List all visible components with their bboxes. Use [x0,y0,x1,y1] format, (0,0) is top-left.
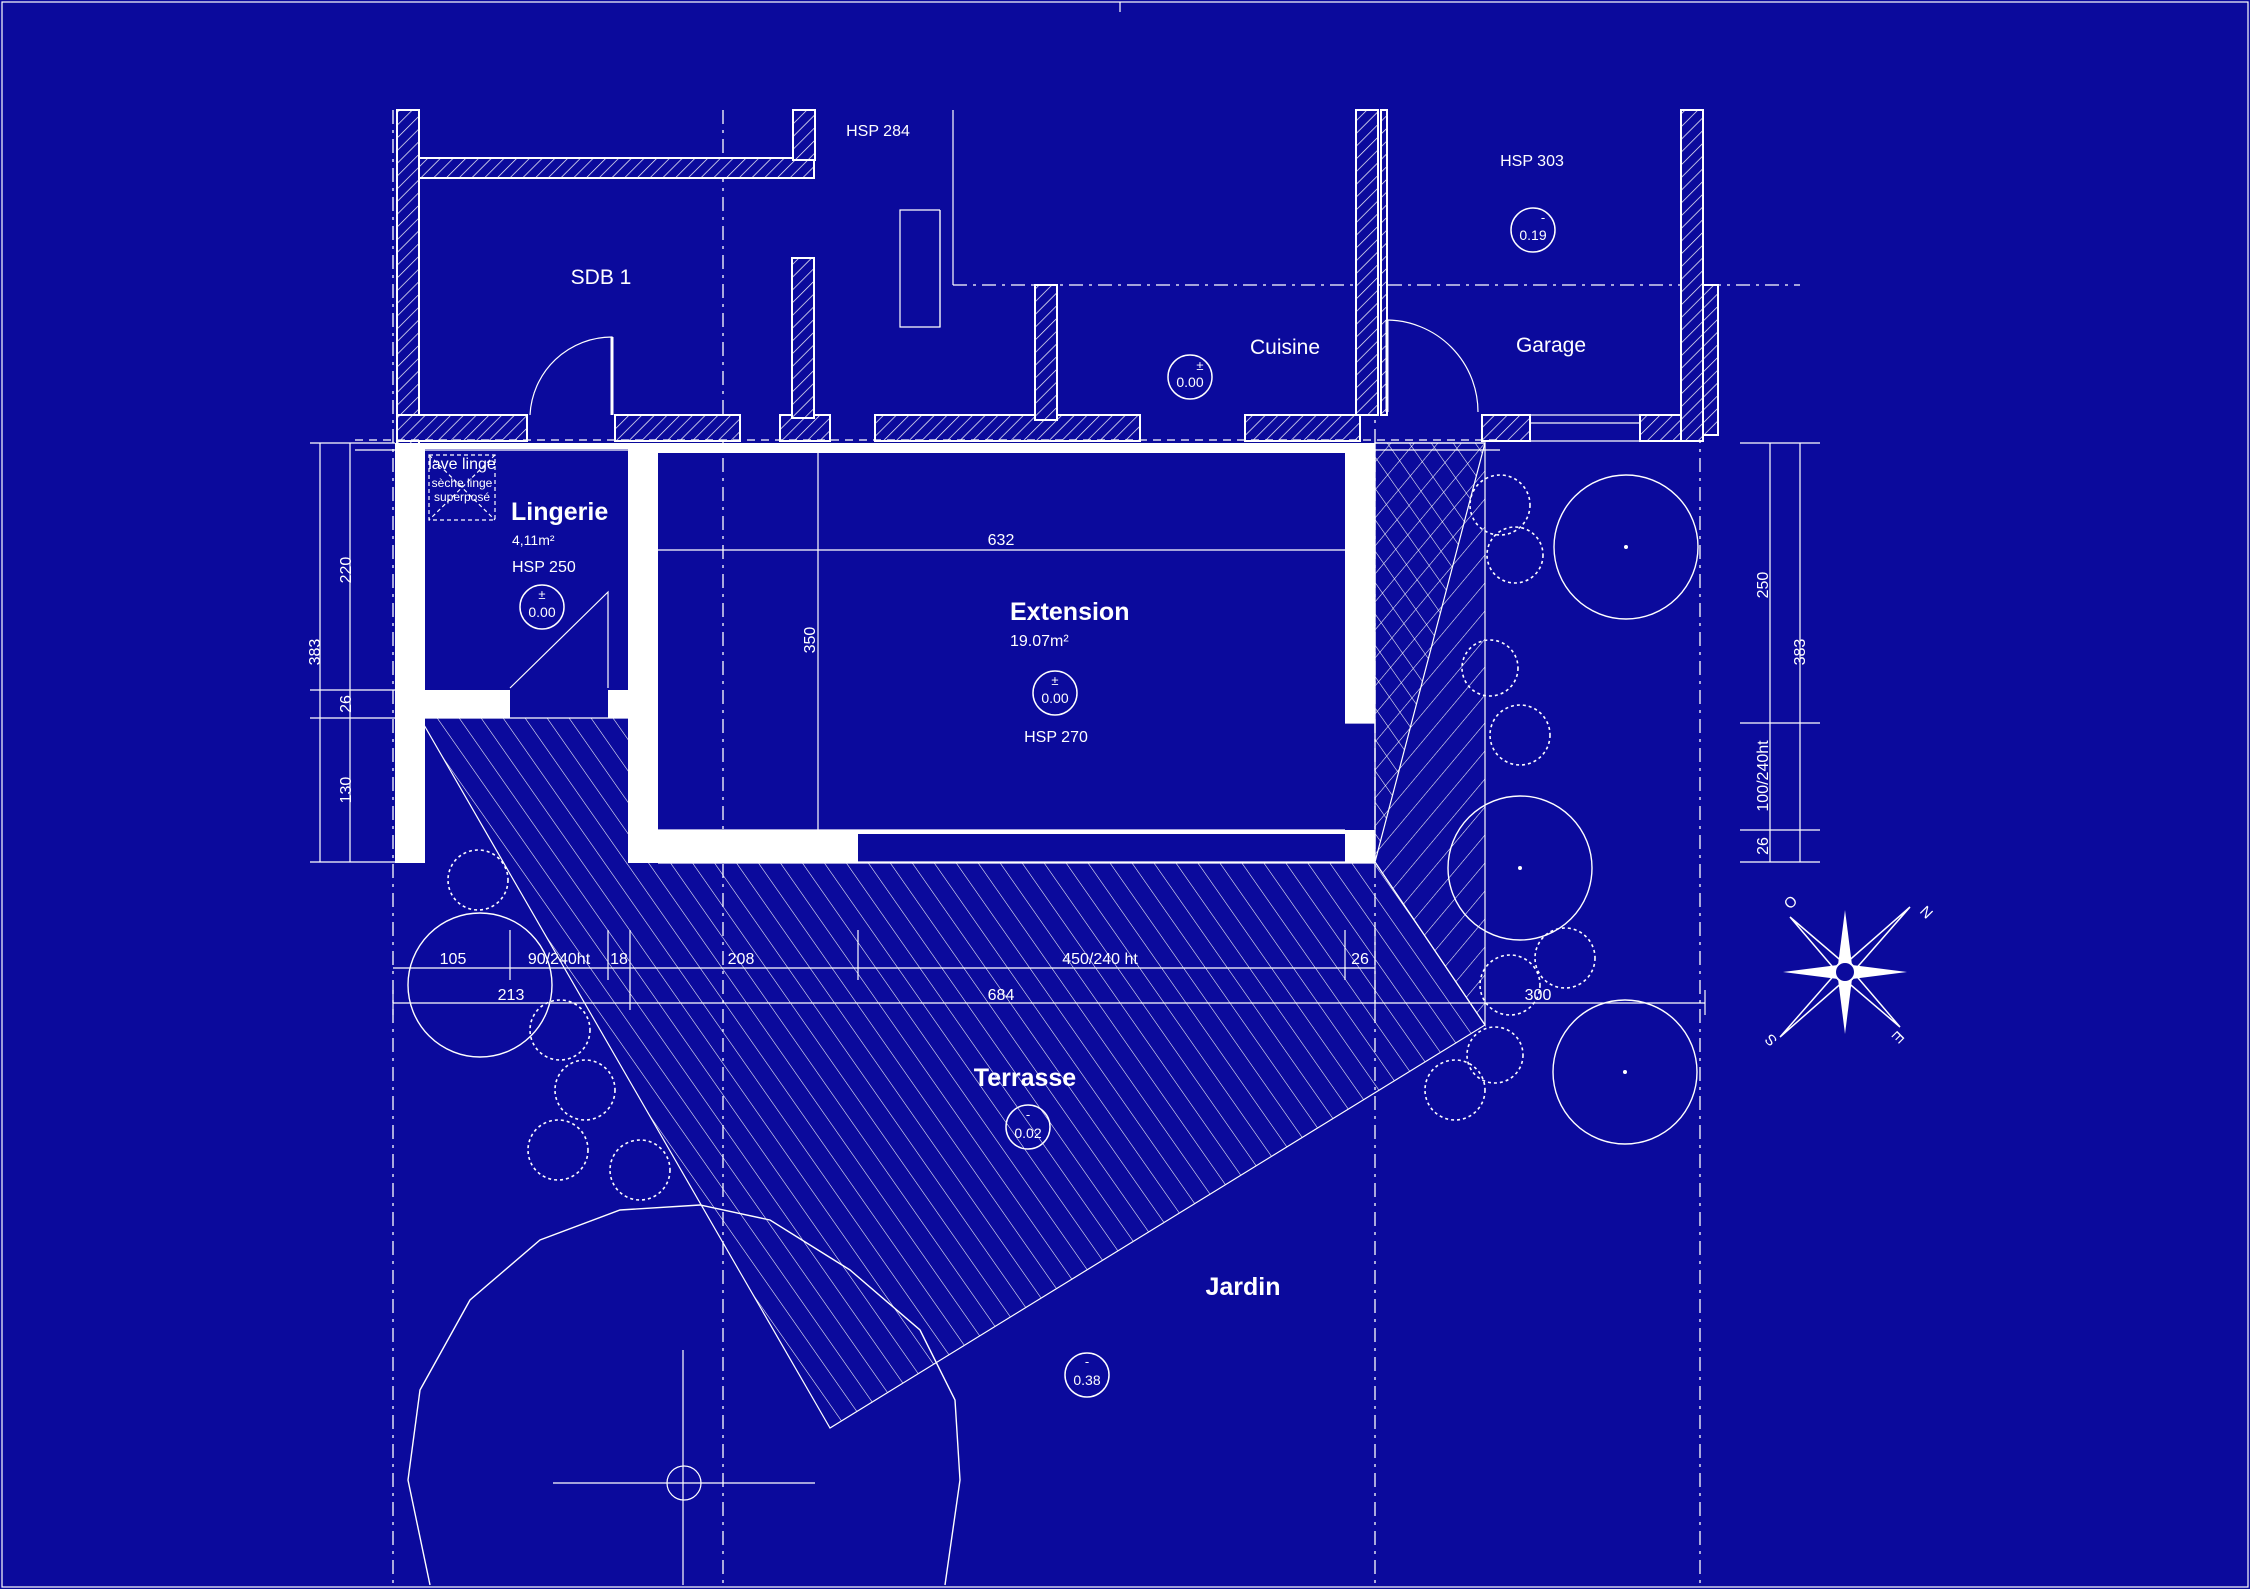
dim-inner-height: 350 [802,627,819,654]
terrace-hatch [418,442,1486,1429]
level-markers [519,207,1556,1398]
dim-right-c: 26 [1755,837,1772,855]
hsp-garage: HSP 303 [1500,153,1564,170]
terrasse-level: 0.02 [1014,1125,1041,1141]
dim-row2-2: 300 [1525,987,1552,1004]
dim-right-a: 250 [1755,572,1772,599]
room-terrasse: Terrasse [974,1064,1076,1092]
dim-row2-0: 213 [498,987,525,1004]
dim-left-c: 130 [338,777,355,804]
compass-south: S [1762,1030,1781,1049]
doors [529,319,1641,442]
level-garage: 0.19 [1519,227,1546,243]
existing-walls [396,109,1719,446]
dim-row1-2: 18 [610,951,628,968]
dim-row2-1: 684 [988,987,1015,1004]
dim-left-total: 383 [307,639,324,666]
room-garage: Garage [1516,334,1586,357]
appliance-line2: sèche linge [432,476,493,490]
compass-west: O [1781,893,1801,913]
extension-level: 0.00 [1041,690,1068,706]
room-cuisine: Cuisine [1250,336,1320,359]
level-cuisine-sign: ± [1196,358,1203,373]
new-walls [395,443,1375,864]
dim-left-a: 220 [338,557,355,584]
extension-hsp: HSP 270 [1024,729,1088,746]
room-lingerie: Lingerie [511,498,608,526]
jardin-level-sign: - [1085,1354,1089,1369]
dim-row1-3: 208 [728,951,755,968]
appliance-box [428,454,496,521]
extension-area: 19.07m² [1010,633,1069,650]
room-jardin: Jardin [1205,1273,1280,1301]
jardin-level: 0.38 [1073,1372,1100,1388]
lingerie-hsp: HSP 250 [512,559,576,576]
dim-row1-0: 105 [440,951,467,968]
dim-right-b: 100/240ht [1755,740,1772,812]
terrasse-level-sign: - [1026,1107,1030,1122]
extension-level-sign: ± [1051,673,1058,688]
room-extension: Extension [1010,598,1129,626]
lingerie-area: 4,11m² [512,532,555,548]
lingerie-level: 0.00 [528,604,555,620]
dim-row1-1: 90/240ht [528,951,591,968]
hsp-top-center: HSP 284 [846,123,910,140]
landscape-trees [407,474,1699,1586]
compass-rose [1779,906,1911,1038]
dim-row1-5: 26 [1351,951,1369,968]
dim-right-total: 383 [1792,639,1809,666]
lingerie-level-sign: ± [538,587,545,602]
dim-row1-4: 450/240 ht [1062,951,1138,968]
dim-inner-width: 632 [988,532,1015,549]
dim-left-b: 26 [338,695,355,713]
compass-north: N [1916,903,1936,923]
level-cuisine: 0.00 [1176,374,1203,390]
appliance-line1: lave linge [428,456,496,473]
dimension-lines [310,442,1820,1015]
compass-east: E [1888,1027,1907,1046]
level-garage-sign: - [1541,210,1545,225]
appliance-line3: superposé [434,490,490,504]
room-sdb1: SDB 1 [571,266,632,289]
